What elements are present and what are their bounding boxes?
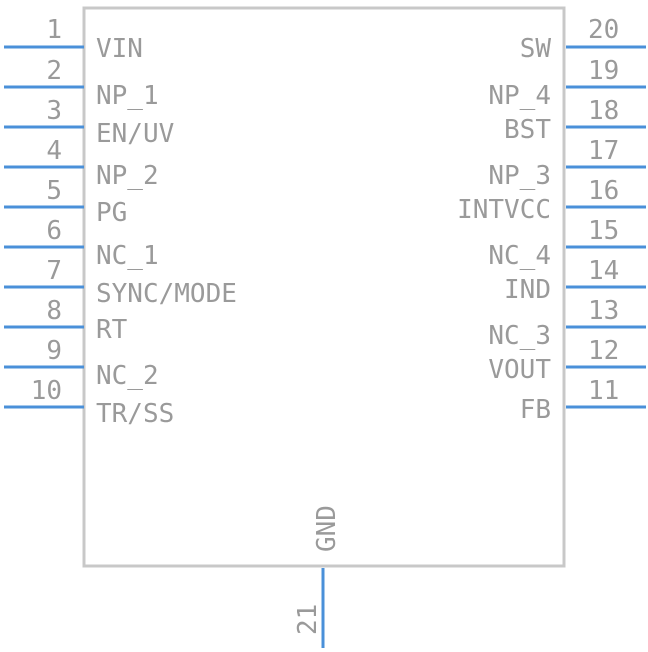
pin-2-number: 2 xyxy=(46,56,62,86)
pin-4-name: NP_2 xyxy=(96,161,159,191)
pin-4-number: 4 xyxy=(46,136,62,166)
pin-8-name: RT xyxy=(96,315,128,345)
pin-14-name: IND xyxy=(504,275,551,305)
pin-19-number: 19 xyxy=(588,56,619,86)
pin-16-number: 16 xyxy=(588,176,619,206)
pin-1-number: 1 xyxy=(46,15,62,45)
pin-19-name: NP_4 xyxy=(488,81,551,111)
pin-9-number: 9 xyxy=(46,336,62,366)
pin-16-name: INTVCC xyxy=(457,195,551,225)
pin-6-name: NC_1 xyxy=(96,241,159,271)
pin-20-name: SW xyxy=(520,34,552,64)
pin-2-name: NP_1 xyxy=(96,81,159,111)
pin-11-number: 11 xyxy=(588,376,619,406)
pin-17-number: 17 xyxy=(588,136,619,166)
pin-1-name: VIN xyxy=(96,34,143,64)
pin-17-name: NP_3 xyxy=(488,161,551,191)
pin-10-name: TR/SS xyxy=(96,399,174,429)
pin-3-number: 3 xyxy=(46,96,62,126)
pin-15-number: 15 xyxy=(588,216,619,246)
pin-11-name: FB xyxy=(520,395,551,425)
pin-7-name: SYNC/MODE xyxy=(96,279,237,309)
pin-18-number: 18 xyxy=(588,96,619,126)
pin-6-number: 6 xyxy=(46,216,62,246)
pin-7-number: 7 xyxy=(46,256,62,286)
pin-8-number: 8 xyxy=(46,296,62,326)
pin-20-number: 20 xyxy=(588,15,619,45)
pin-13-name: NC_3 xyxy=(488,321,551,351)
pin-13-number: 13 xyxy=(588,296,619,326)
pin-12-number: 12 xyxy=(588,336,619,366)
pin-14-number: 14 xyxy=(588,256,619,286)
pin-21-number: 21 xyxy=(293,604,323,635)
pin-15-name: NC_4 xyxy=(488,241,551,271)
pin-21-name: GND xyxy=(312,505,342,552)
pin-9-name: NC_2 xyxy=(96,361,159,391)
pin-18-name: BST xyxy=(504,115,551,145)
pin-10-number: 10 xyxy=(31,376,62,406)
pin-5-name: PG xyxy=(96,198,127,228)
pin-3-name: EN/UV xyxy=(96,119,174,149)
pin-5-number: 5 xyxy=(46,176,62,206)
pin-12-name: VOUT xyxy=(488,355,551,385)
